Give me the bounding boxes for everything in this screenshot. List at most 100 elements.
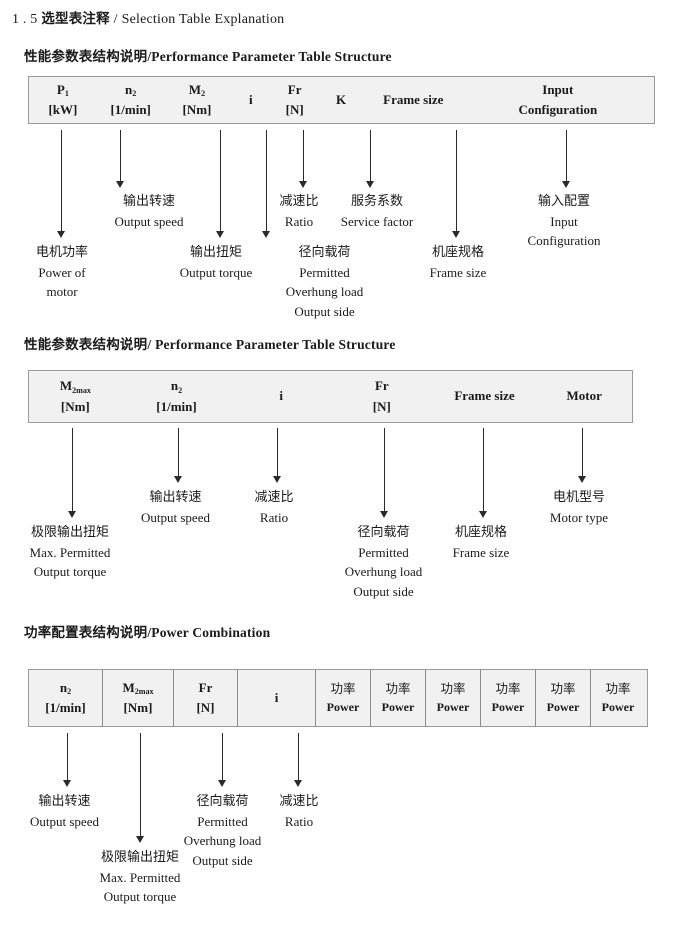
table1-col-m2-unit: [Nm] — [182, 102, 212, 117]
performance-parameter-table-1: P1 [kW] n2 [1/min] M2 [Nm] i Fr [N] K Fr… — [28, 76, 655, 124]
note-ratio-1: 减速比 Ratio — [264, 192, 334, 231]
note-max-permitted-output-torque-1-en-1: Max. Permitted — [29, 544, 111, 560]
table3-col-m2max-unit: [Nm] — [123, 700, 153, 715]
note-ratio-2-cn: 减速比 — [254, 490, 294, 505]
table2-col-fr: Fr [N] — [331, 371, 433, 422]
note-service-factor-en: Service factor — [340, 213, 414, 229]
table1-col-i: i — [229, 77, 272, 123]
table3-col-power-4-cn: 功率 — [495, 681, 521, 697]
table3-col-i-symbol: i — [274, 689, 279, 705]
note-motor-type-cn: 电机型号 — [552, 490, 605, 505]
table1-col-i-symbol: i — [248, 91, 253, 107]
table1-col-frame-size-symbol: Frame size — [383, 91, 444, 107]
block3-heading-cn: 功率配置表结构说明 — [24, 625, 148, 641]
table3-col-power-1: 功率 Power — [315, 670, 370, 726]
section-title-en: Selection Table Explanation — [121, 12, 285, 27]
note-service-factor: 服务系数 Service factor — [329, 192, 425, 231]
table3-col-fr-unit: [N] — [196, 700, 215, 715]
note-input-configuration-en-2: Configuration — [527, 233, 601, 248]
arrow-to-service-factor — [366, 130, 375, 188]
note-output-speed-3-cn: 输出转速 — [38, 794, 91, 809]
table1-col-fr-symbol: Fr — [287, 81, 302, 97]
note-output-torque-en: Output torque — [179, 264, 253, 280]
table2-col-motor-symbol: Motor — [566, 388, 602, 404]
note-output-torque-cn: 输出扭矩 — [189, 245, 242, 260]
table3-col-m2max-symbol: M2max — [122, 679, 154, 697]
note-max-permitted-output-torque-2-en-1: Max. Permitted — [99, 869, 181, 885]
table3-col-power-2: 功率 Power — [370, 670, 425, 726]
note-frame-size-1-cn: 机座规格 — [431, 245, 484, 260]
section-title-separator: / — [113, 12, 118, 27]
section-title-cn: 选型表注释 — [41, 11, 110, 27]
note-output-speed-3: 输出转速 Output speed — [22, 792, 107, 831]
block3-heading-separator: / — [147, 625, 152, 640]
table2-col-fr-symbol: Fr — [374, 378, 389, 394]
arrow-to-permitted-overhung-load-3 — [218, 733, 227, 787]
arrow-to-output-speed-3 — [63, 733, 72, 787]
note-frame-size-2-cn: 机座规格 — [454, 525, 507, 540]
table1-col-fr: Fr [N] — [272, 77, 317, 123]
note-ratio-2-en: Ratio — [259, 509, 289, 525]
block1-heading-cn: 性能参数表结构说明 — [24, 49, 148, 65]
table1-col-n2-symbol: n2 — [125, 81, 137, 99]
block2-heading-en: Performance Parameter Table Structure — [155, 337, 396, 352]
table2-col-i: i — [231, 371, 331, 422]
arrow-to-ratio-2 — [273, 428, 282, 483]
note-output-torque: 输出扭矩 Output torque — [168, 243, 264, 282]
note-power-of-motor-en-2: motor — [46, 284, 78, 299]
table2-col-fr-unit: [N] — [372, 398, 391, 414]
note-permitted-overhung-load-1: 径向载荷 Permitted Overhung load Output side — [266, 243, 383, 321]
page-title: 1 . 5 选型表注释 / Selection Table Explanatio… — [12, 7, 284, 28]
table2-col-n2-unit: [1/min] — [156, 398, 197, 414]
note-permitted-overhung-load-3-en-3: Output side — [192, 852, 253, 868]
table2-col-motor: Motor — [536, 371, 632, 422]
performance-parameter-table-2: M2max [Nm] n2 [1/min] i Fr [N] Frame siz… — [28, 370, 633, 423]
table1-col-p1-unit: [kW] — [48, 102, 78, 117]
block1-heading-en: Performance Parameter Table Structure — [151, 49, 392, 64]
table1-col-n2: n2 [1/min] — [97, 77, 165, 123]
note-permitted-overhung-load-1-en-3: Output side — [294, 303, 355, 319]
table1-col-p1-symbol: P1 — [56, 81, 69, 99]
table3-col-power-3: 功率 Power — [425, 670, 480, 726]
note-frame-size-1: 机座规格 Frame size — [410, 243, 506, 282]
block2-heading-separator: / — [147, 337, 152, 352]
note-motor-type: 电机型号 Motor type — [537, 488, 621, 527]
arrow-to-output-speed-1 — [116, 130, 125, 188]
block1-heading: 性能参数表结构说明/Performance Parameter Table St… — [24, 45, 392, 66]
table3-col-power-1-en: Power — [326, 700, 360, 715]
block1-heading-separator: / — [147, 49, 152, 64]
note-frame-size-2: 机座规格 Frame size — [436, 523, 526, 562]
note-ratio-2: 减速比 Ratio — [243, 488, 305, 527]
note-permitted-overhung-load-3-en-2: Overhung load — [183, 833, 262, 848]
table2-col-m2max-unit: [Nm] — [60, 398, 90, 414]
table3-col-n2-unit: [1/min] — [45, 700, 86, 715]
note-ratio-1-cn: 减速比 — [279, 194, 319, 209]
table3-col-m2max: M2max [Nm] — [102, 670, 173, 726]
note-output-speed-3-en: Output speed — [30, 813, 99, 829]
note-ratio-3: 减速比 Ratio — [268, 792, 330, 831]
power-combination-table: n2 [1/min] M2max [Nm] Fr [N] i 功率 Power … — [28, 669, 648, 727]
note-max-permitted-output-torque-1-en-2: Output torque — [33, 564, 107, 579]
arrow-to-max-permitted-output-torque-1 — [68, 428, 77, 518]
table3-col-power-6-cn: 功率 — [605, 681, 631, 697]
note-power-of-motor-en-1: Power of — [38, 264, 86, 280]
note-permitted-overhung-load-3-en-1: Permitted — [197, 813, 248, 829]
note-output-speed-2-en: Output speed — [141, 509, 210, 525]
table1-col-n2-unit: [1/min] — [110, 102, 151, 117]
table2-col-n2-symbol: n2 — [170, 378, 183, 395]
block3-heading: 功率配置表结构说明/Power Combination — [24, 621, 270, 642]
table3-col-fr: Fr [N] — [173, 670, 237, 726]
table3-col-power-4: 功率 Power — [480, 670, 535, 726]
block3-heading-en: Power Combination — [151, 625, 271, 640]
note-permitted-overhung-load-1-cn: 径向载荷 — [298, 245, 351, 260]
note-permitted-overhung-load-1-en-2: Overhung load — [285, 284, 364, 299]
section-number: 1 . 5 — [12, 12, 38, 27]
note-max-permitted-output-torque-1-cn: 极限输出扭矩 — [30, 525, 109, 540]
note-input-configuration: 输入配置 Input Configuration — [511, 192, 617, 251]
note-permitted-overhung-load-2-en-1: Permitted — [358, 544, 409, 560]
table3-col-power-4-en: Power — [491, 700, 525, 715]
table3-col-power-3-en: Power — [436, 700, 470, 715]
block2-heading-cn: 性能参数表结构说明 — [24, 337, 148, 353]
note-permitted-overhung-load-2-en-3: Output side — [353, 583, 414, 599]
note-power-of-motor-cn: 电机功率 — [35, 245, 88, 260]
